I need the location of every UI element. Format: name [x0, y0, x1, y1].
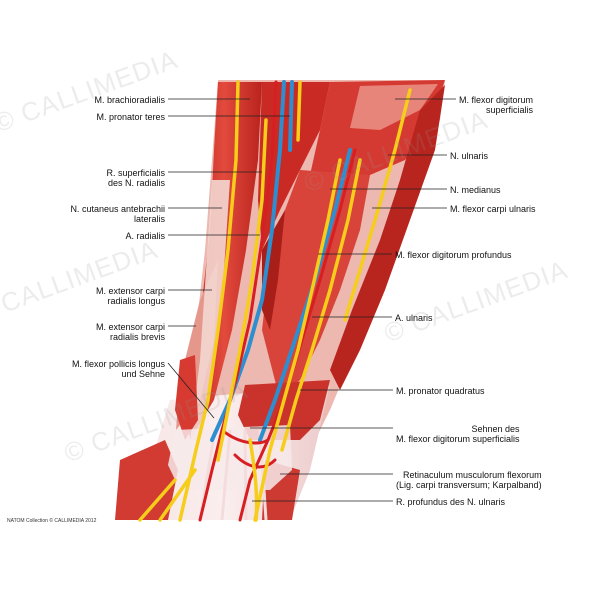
label-line: M. flexor pollicis longus [71, 359, 165, 369]
pronator-quadratus-muscle [238, 380, 330, 440]
label-line: M. flexor digitorum superficialis [396, 434, 520, 444]
nerves [138, 80, 412, 522]
label-right-8: Retinaculum musculorum flexorum(Lig. car… [396, 470, 542, 490]
label-line: N. medianus [450, 185, 501, 195]
label-line: lateralis [133, 214, 165, 224]
label-line: M. flexor digitorum profundus [395, 250, 512, 260]
label-right-9: R. profundus des N. ulnaris [396, 497, 505, 507]
label-line: M. pronator quadratus [396, 386, 485, 396]
flexor-carpi-ulnaris-muscle [330, 85, 445, 390]
flexor-digitorum-profundus-muscle [262, 170, 370, 400]
label-right-2: N. medianus [450, 185, 501, 195]
label-line: Retinaculum musculorum flexorum [403, 470, 542, 480]
label-line: A. radialis [125, 231, 165, 241]
label-line: M. extensor carpi [95, 286, 165, 296]
label-line: radialis brevis [109, 332, 165, 342]
label-line: Sehnen des [471, 424, 520, 434]
thenar-muscle [115, 440, 178, 520]
label-line: M. flexor digitorum [459, 95, 534, 105]
label-line: des N. radialis [107, 178, 165, 188]
label-line: und Sehne [121, 369, 165, 379]
label-right-4: M. flexor digitorum profundus [395, 250, 512, 260]
label-line: superficialis [486, 105, 534, 115]
label-left-4: A. radialis [125, 231, 165, 241]
label-right-6: M. pronator quadratus [396, 386, 485, 396]
label-line: R. superficialis [106, 168, 165, 178]
label-line: M. brachioradialis [94, 95, 165, 105]
label-right-5: A. ulnaris [395, 313, 433, 323]
label-left-0: M. brachioradialis [94, 95, 165, 105]
label-line: radialis longus [107, 296, 165, 306]
leader-line [167, 362, 215, 419]
label-line: A. ulnaris [395, 313, 433, 323]
label-right-1: N. ulnaris [450, 151, 488, 161]
hypothenar-left [175, 355, 198, 440]
label-line: M. pronator teres [96, 112, 165, 122]
label-left-1: M. pronator teres [96, 112, 165, 122]
profundus-shadow [262, 210, 285, 330]
label-line: (Lig. carpi transversum; Karpalband) [396, 480, 542, 490]
label-line: M. flexor carpi ulnaris [450, 204, 536, 214]
pale-tendon-left [190, 180, 230, 440]
label-right-3: M. flexor carpi ulnaris [450, 204, 536, 214]
label-line: N. cutaneus antebrachii [70, 204, 165, 214]
copyright-credit: NATOM Collection © CALLIMEDIA 2012 [7, 518, 97, 524]
label-line: R. profundus des N. ulnaris [396, 497, 506, 507]
label-line: M. extensor carpi [95, 322, 165, 332]
label-line: N. ulnaris [450, 151, 489, 161]
flexor-superficialis-highlight [350, 84, 438, 130]
